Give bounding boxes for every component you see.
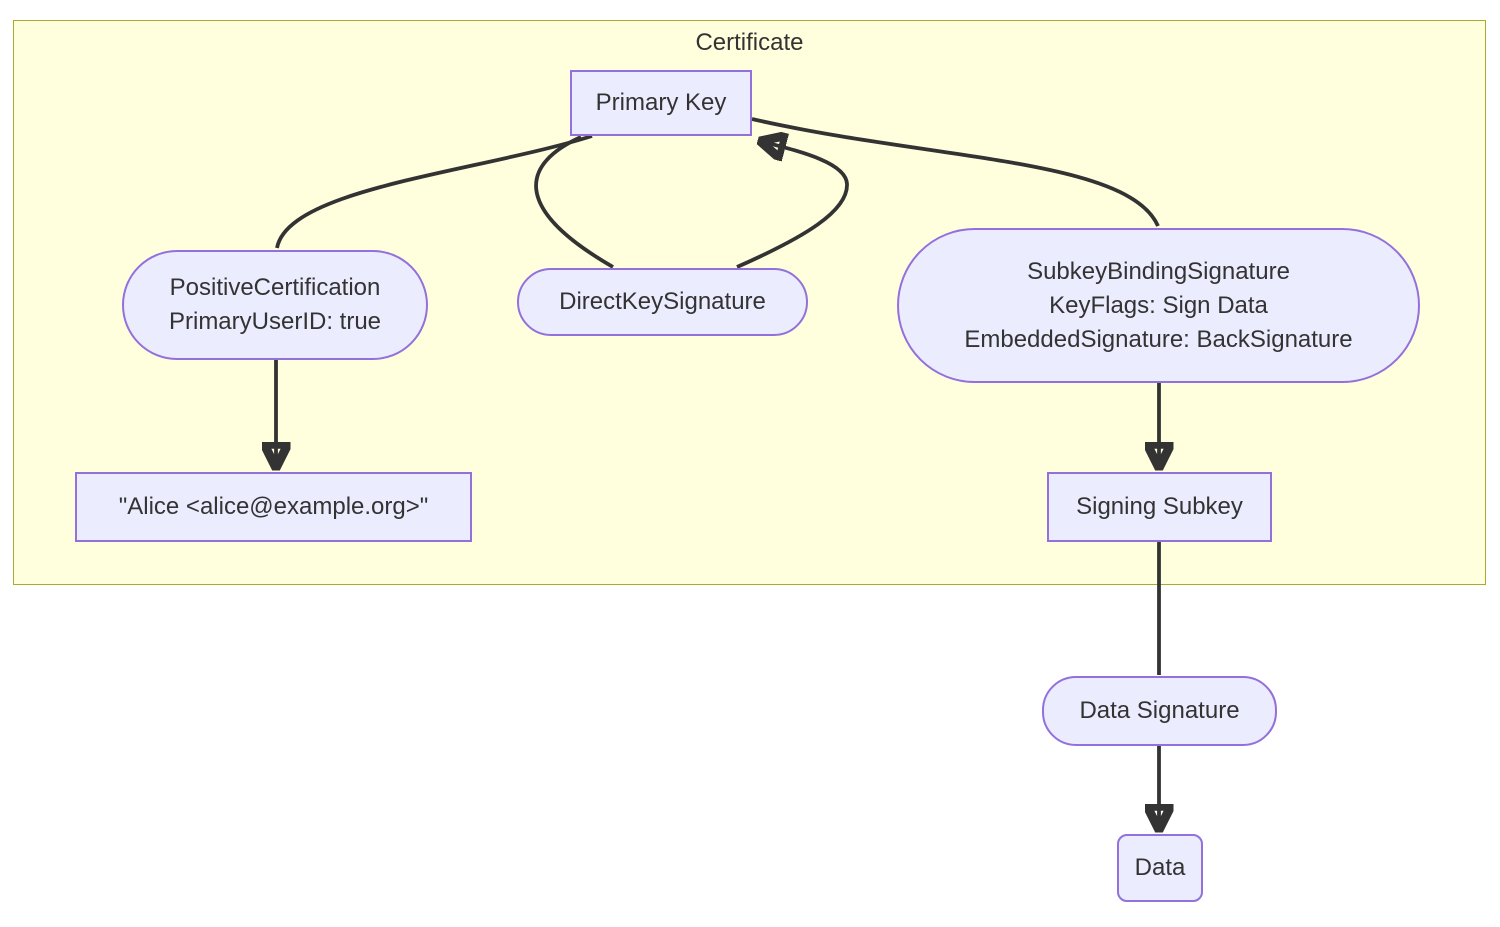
node-direct-key-signature-label: DirectKeySignature bbox=[559, 288, 766, 315]
node-direct-key-signature: DirectKeySignature bbox=[517, 268, 808, 336]
node-user-id-label: "Alice <alice@example.org>" bbox=[118, 493, 429, 520]
node-user-id: "Alice <alice@example.org>" bbox=[75, 472, 472, 542]
node-subkey-binding-signature-line1: SubkeyBindingSignature bbox=[1027, 257, 1290, 285]
node-data-label: Data bbox=[1134, 854, 1186, 881]
node-data-signature-label: Data Signature bbox=[1079, 697, 1240, 724]
certificate-cluster-label: Certificate bbox=[695, 29, 804, 56]
node-signing-subkey-label: Signing Subkey bbox=[1076, 493, 1243, 520]
node-subkey-binding-signature: SubkeyBindingSignature KeyFlags: Sign Da… bbox=[897, 228, 1420, 383]
node-data: Data bbox=[1117, 834, 1203, 902]
node-positive-certification: PositiveCertification PrimaryUserID: tru… bbox=[122, 250, 428, 360]
node-positive-certification-line2: PrimaryUserID: true bbox=[168, 308, 382, 335]
node-subkey-binding-signature-line2: KeyFlags: Sign Data bbox=[1049, 291, 1268, 319]
node-signing-subkey: Signing Subkey bbox=[1047, 472, 1272, 542]
node-subkey-binding-signature-line3: EmbeddedSignature: BackSignature bbox=[964, 325, 1353, 353]
node-primary-key-label: Primary Key bbox=[595, 89, 727, 116]
node-data-signature: Data Signature bbox=[1042, 676, 1277, 746]
node-positive-certification-line1: PositiveCertification bbox=[169, 274, 381, 301]
node-primary-key: Primary Key bbox=[570, 70, 752, 136]
